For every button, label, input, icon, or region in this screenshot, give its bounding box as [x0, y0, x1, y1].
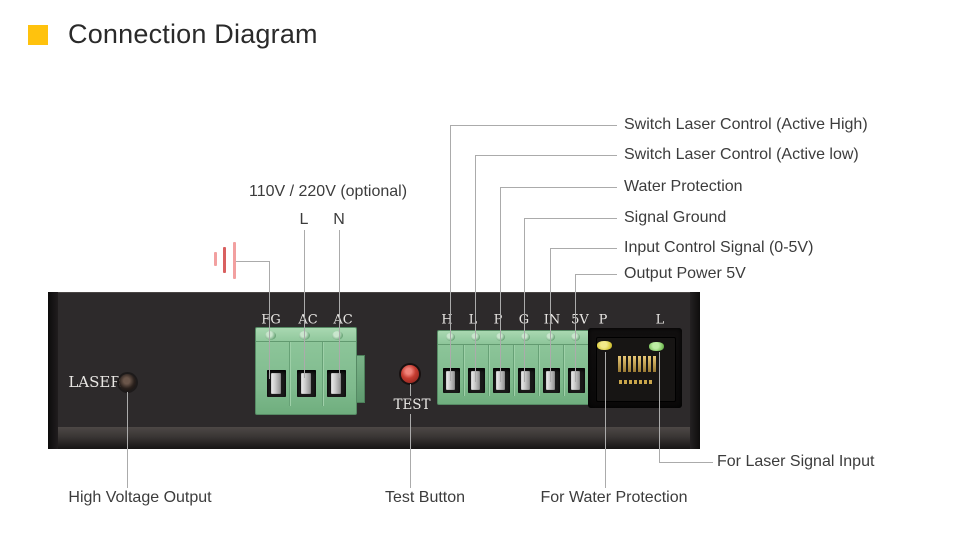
- title-bullet-icon: [28, 25, 48, 45]
- leader-line-g: [524, 218, 617, 382]
- screw-hole: [265, 331, 276, 340]
- test-button[interactable]: [401, 365, 419, 383]
- terminal-opening: [518, 368, 535, 393]
- leader-line-5v: [575, 274, 617, 382]
- rj45-contact: [639, 380, 642, 384]
- live-wire-label: L: [299, 211, 309, 228]
- divider: [289, 342, 290, 406]
- leader-line-p: [500, 187, 617, 382]
- terminal-opening: [327, 370, 346, 397]
- terminal-opening: [267, 370, 286, 397]
- callout-signal-ground: Signal Ground: [624, 209, 727, 226]
- divider: [538, 345, 539, 396]
- terminal-label-ac1: AC: [298, 312, 318, 328]
- rj45-pin: [633, 356, 636, 372]
- terminal-opening: [297, 370, 316, 397]
- leader-line-neutral-to-ac: [339, 230, 341, 378]
- laser-connector: [119, 374, 136, 391]
- callout-test-button: Test Button: [384, 489, 466, 506]
- leader-line-live-to-ac: [304, 230, 306, 378]
- rj45-pin: [618, 356, 621, 372]
- ground-icon: [233, 242, 236, 279]
- divider: [488, 345, 489, 396]
- callout-switch-active-low: Switch Laser Control (Active low): [624, 146, 859, 163]
- terminal-label-in: IN: [543, 312, 561, 328]
- divider: [513, 345, 514, 396]
- divider: [322, 342, 323, 406]
- rj45-contact: [644, 380, 647, 384]
- rj45-contact: [634, 380, 637, 384]
- laser-port-label: LASER: [68, 373, 122, 391]
- terminal-label-p: P: [493, 312, 503, 328]
- screw-hole: [521, 333, 530, 341]
- leader-line-high-voltage: [127, 392, 129, 488]
- callout-water-protection: Water Protection: [624, 178, 743, 195]
- rj45-pin: [623, 356, 626, 372]
- divider: [438, 344, 589, 345]
- led-yellow-icon: [597, 341, 612, 350]
- neutral-wire-label: N: [333, 211, 345, 228]
- callout-input-control: Input Control Signal (0-5V): [624, 239, 814, 256]
- terminal-screw: [521, 371, 530, 390]
- rj45-contact: [629, 380, 632, 384]
- terminal-label-h: H: [441, 312, 453, 328]
- callout-for-water-protection: For Water Protection: [540, 489, 688, 506]
- leader-line-in: [550, 248, 617, 382]
- rj45-pin: [638, 356, 641, 372]
- divider: [256, 341, 356, 342]
- terminal-label-fg: FG: [261, 312, 281, 328]
- rj45-contact: [649, 380, 652, 384]
- power-voltage-label: 110V / 220V (optional): [248, 183, 408, 200]
- leader-line-h: [450, 125, 617, 381]
- leader-line-test: [410, 414, 412, 488]
- terminal-label-l: L: [468, 312, 478, 328]
- test-button-label: TEST: [393, 397, 431, 413]
- page-title: Connection Diagram: [68, 19, 318, 49]
- rj45-pin: [643, 356, 646, 372]
- screw-hole: [332, 331, 343, 340]
- terminal-screw: [301, 373, 311, 394]
- terminal-screw: [331, 373, 341, 394]
- callout-high-voltage-output: High Voltage Output: [68, 489, 212, 506]
- leader-line-l: [475, 155, 617, 382]
- led-green-icon: [649, 342, 664, 351]
- callout-output-power: Output Power 5V: [624, 265, 746, 282]
- device-bottom-bevel: [48, 427, 700, 449]
- leader-line-test: [410, 384, 412, 396]
- ground-icon: [214, 252, 217, 266]
- rj45-pin: [653, 356, 656, 372]
- ground-icon: [223, 247, 226, 273]
- rj45-led-label-p: P: [598, 312, 608, 328]
- device-right-edge: [690, 292, 700, 449]
- leader-line-water: [605, 352, 607, 488]
- callout-switch-active-high: Switch Laser Control (Active High): [624, 116, 868, 133]
- rj45-led-label-l: L: [655, 312, 665, 328]
- terminal-screw: [271, 373, 281, 394]
- divider: [463, 345, 464, 396]
- device-left-edge: [48, 292, 58, 449]
- leader-line-ground-to-fg: [236, 261, 270, 379]
- divider: [563, 345, 564, 396]
- rj45-contact: [619, 380, 622, 384]
- terminal-label-ac2: AC: [333, 312, 353, 328]
- ac-terminal-block: [255, 327, 357, 415]
- rj45-contact: [624, 380, 627, 384]
- callout-laser-signal-input: For Laser Signal Input: [717, 453, 875, 470]
- leader-line-laser-signal: [659, 352, 713, 463]
- rj45-pin: [628, 356, 631, 372]
- rj45-pin: [648, 356, 651, 372]
